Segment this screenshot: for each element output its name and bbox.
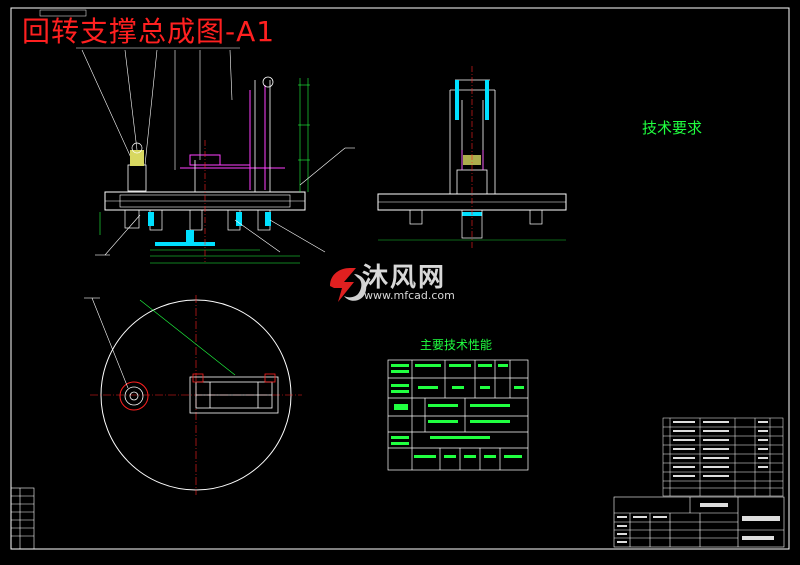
requirements-title: 技术要求 bbox=[642, 119, 703, 137]
watermark-name: 沐风网 bbox=[362, 263, 447, 293]
front-hydraulic bbox=[148, 212, 271, 246]
left-side-table bbox=[10, 487, 35, 550]
top-frame bbox=[189, 376, 279, 414]
corner-label-box bbox=[39, 9, 87, 17]
title-block-grid bbox=[613, 496, 785, 548]
front-bracket bbox=[189, 85, 266, 190]
side-view bbox=[377, 66, 567, 250]
title-block-cells bbox=[617, 503, 780, 543]
front-dimensions bbox=[99, 78, 309, 264]
front-motor bbox=[127, 142, 147, 192]
spec-table-title: 主要技术性能 bbox=[420, 338, 493, 352]
spec-table-cells bbox=[391, 364, 524, 458]
front-leaders bbox=[76, 47, 240, 170]
spec-table-grid bbox=[387, 359, 529, 471]
top-view bbox=[84, 295, 302, 495]
drawing-title: 回转支撑总成图-A1 bbox=[22, 15, 276, 48]
watermark-url: www.mfcad.com bbox=[364, 289, 455, 302]
parts-list-grid bbox=[662, 417, 784, 497]
drawing-border bbox=[10, 7, 790, 550]
parts-list-cells bbox=[673, 421, 768, 477]
front-view bbox=[76, 47, 355, 264]
mfcad-logo-icon bbox=[330, 268, 367, 302]
